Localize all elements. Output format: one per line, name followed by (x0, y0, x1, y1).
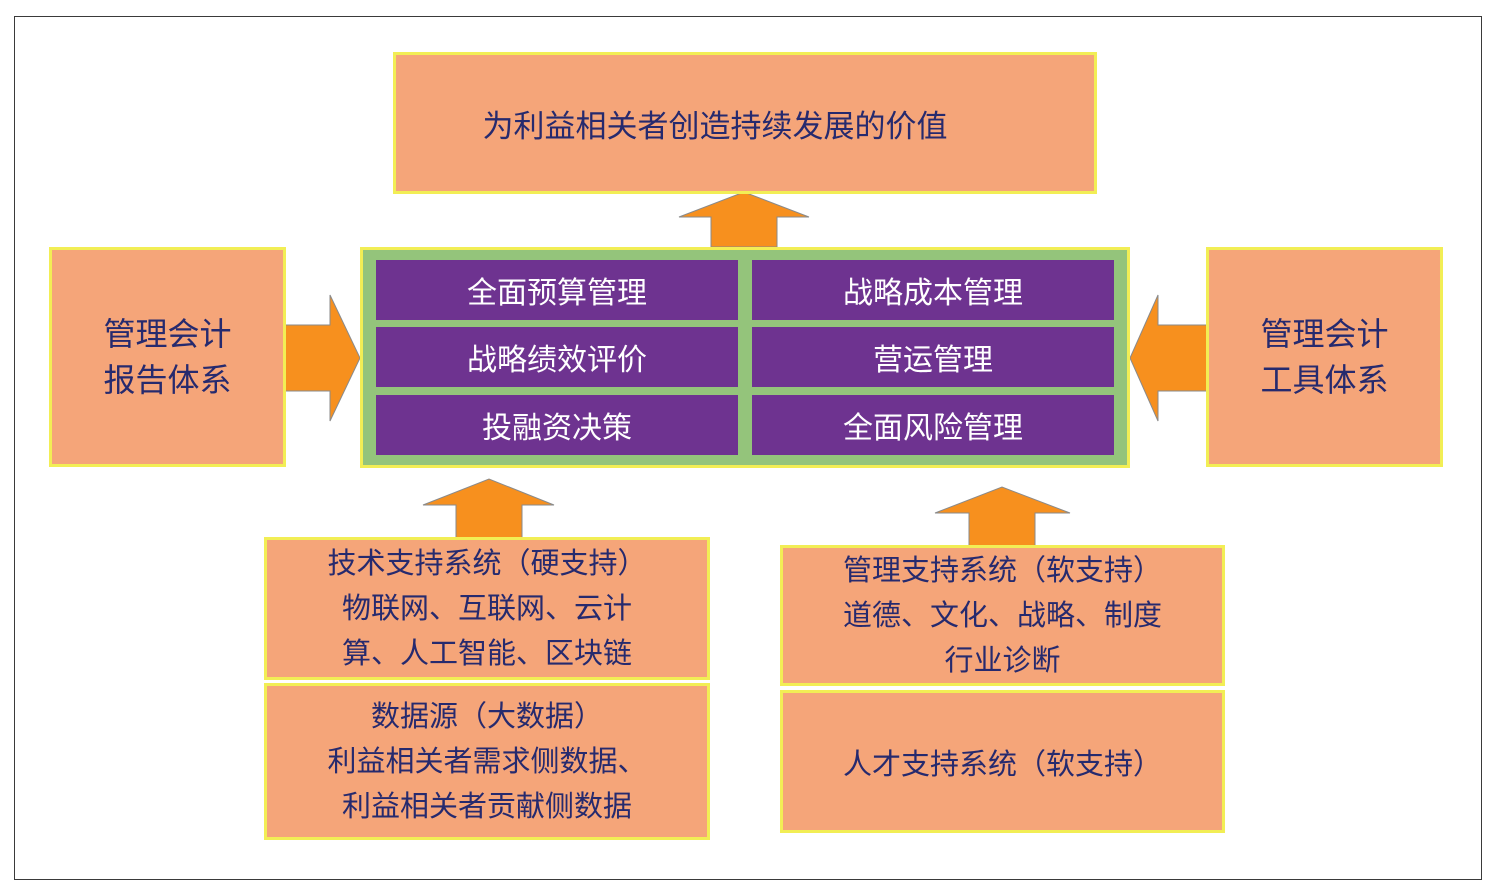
cell-performance: 战略绩效评价 (376, 327, 738, 387)
cell-risk: 全面风险管理 (752, 395, 1114, 455)
report-system-text: 管理会计 报告体系 (103, 314, 232, 399)
mgmt-support-box: 管理支持系统（软支持） 道德、文化、战略、制度 行业诊断 (780, 545, 1225, 686)
arrow-up-tech (422, 478, 555, 541)
cell-operations: 营运管理 (752, 327, 1114, 387)
diagram-frame (14, 16, 1482, 880)
arrow-up-mgmt (934, 486, 1071, 548)
tool-system-text: 管理会计 工具体系 (1260, 314, 1389, 399)
data-source-text: 数据源（大数据） 利益相关者需求侧数据、 利益相关者贡献侧数据 (327, 699, 647, 823)
mgmt-support-text: 管理支持系统（软支持） 道德、文化、战略、制度 行业诊断 (842, 553, 1162, 677)
cell-investment: 投融资决策 (376, 395, 738, 455)
data-source-box: 数据源（大数据） 利益相关者需求侧数据、 利益相关者贡献侧数据 (264, 683, 710, 840)
goal-box: 为利益相关者创造持续发展的价值 (393, 52, 1097, 194)
cell-budget: 全面预算管理 (376, 260, 738, 320)
goal-text: 为利益相关者创造持续发展的价值 (482, 108, 948, 145)
tool-system-box: 管理会计 工具体系 (1206, 247, 1443, 467)
arrow-left-right (1129, 294, 1209, 422)
cell-cost: 战略成本管理 (752, 260, 1114, 320)
arrow-right-left (284, 294, 361, 422)
talent-support-text: 人才支持系统（软支持） (842, 746, 1162, 781)
tech-support-box: 技术支持系统（硬支持） 物联网、互联网、云计 算、人工智能、区块链 (264, 537, 710, 680)
report-system-box: 管理会计 报告体系 (49, 247, 286, 467)
management-core: 全面预算管理 战略成本管理 战略绩效评价 营运管理 投融资决策 全面风险管理 (360, 247, 1130, 468)
talent-support-box: 人才支持系统（软支持） (780, 690, 1225, 833)
tech-support-text: 技术支持系统（硬支持） 物联网、互联网、云计 算、人工智能、区块链 (327, 546, 647, 670)
arrow-up-top (678, 191, 810, 248)
